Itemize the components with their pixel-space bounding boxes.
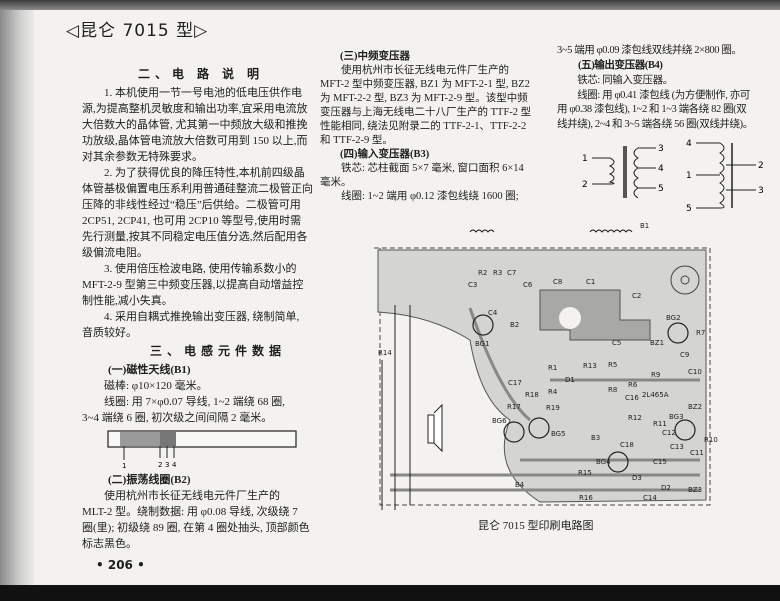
pcb-label-r17: R17: [507, 403, 521, 411]
scan-bottom-edge: [0, 585, 780, 601]
pcb-label-bg4: BG4: [596, 458, 611, 466]
scan-top-edge: [0, 0, 780, 12]
t2-pin-3: 3: [758, 186, 764, 196]
pcb-label-r2: R2: [478, 269, 487, 277]
pcb-label-r7: R7: [696, 329, 705, 337]
pcb-label-b2: B2: [510, 321, 519, 329]
pcb-label-d1: D1: [565, 376, 575, 384]
pcb-label-r14: R14: [378, 349, 392, 357]
book-spine-shadow: [0, 10, 34, 585]
input-transformer-diagram: 1 2 3 4 5: [582, 144, 664, 199]
pcb-label-c10: C10: [688, 368, 702, 376]
paragraph-4: 4. 采用自耦式推挽输出变压器, 绕制简单, 音质较好。: [82, 311, 300, 339]
pcb-label-c9: C9: [680, 351, 689, 359]
pcb-label-c7: C7: [507, 269, 516, 277]
pcb-label-d2: D2: [661, 484, 671, 492]
antenna-pin-2: 2: [158, 461, 162, 469]
input-transformer-heading: (四)输入变压器(B3): [340, 149, 430, 160]
pcb-label-r18: R18: [525, 391, 539, 399]
pcb-label-bg6: BG6: [492, 417, 507, 425]
paragraph-3: 3. 使用倍压检波电路, 使用传输系数小的 MFT-2-9 型第三中频变压器,以…: [82, 263, 304, 307]
ift-text: 使用杭州市长征无线电元件厂生产的 MFT-2 型中频变压器, BZ1 为 MFT…: [320, 65, 532, 146]
pcb-label-r6: R6: [628, 381, 638, 389]
antenna-heading: (一)磁性天线(B1): [108, 364, 191, 376]
pcb-label-bg3: BG3: [669, 413, 684, 421]
section-title-circuit: 二、电 路 说 明: [138, 67, 265, 81]
pcb-label-bz2: BZ2: [688, 403, 702, 411]
input-transformer-text: 铁芯: 芯柱截面 5×7 毫米, 窗口面积 6×14 毫米。 线圈: 1~2 端…: [320, 163, 524, 202]
section-title-inductors: 三、电感元件数据: [150, 344, 287, 358]
osc-coil-heading: (二)振荡线圈(B2): [108, 474, 191, 486]
pcb-label-bz1: BZ1: [650, 339, 664, 347]
pcb-label-r1: R1: [548, 364, 557, 372]
pcb-label-bz3: BZ3: [688, 486, 702, 494]
output-transformer-text: 铁芯: 同输入变压器。 线圈: 用 φ0.41 漆包线 (为方便制作, 亦可 用…: [557, 75, 753, 130]
pcb-label-c11: C11: [690, 449, 704, 457]
pcb-label-r5: R5: [608, 361, 617, 369]
pcb-label-c3: C3: [468, 281, 477, 289]
pcb-label-r4: R4: [548, 388, 558, 396]
pcb-label-2l465a: 2L465A: [642, 391, 669, 399]
pcb-label-bg1: BG1: [475, 340, 490, 348]
pcb-label-r16: R16: [579, 494, 593, 502]
pcb-label-r3: R3: [493, 269, 502, 277]
t1-pin-4: 4: [658, 164, 664, 174]
t2-pin-4: 4: [686, 139, 692, 149]
paragraph-1: 1. 本机使用一节一号电池的低电压供作电 源,为提高整机灵敏度和输出功率,宜采用…: [82, 87, 308, 163]
pcb-label-r8: R8: [608, 386, 617, 394]
pcb-label-r19: R19: [546, 404, 560, 412]
pcb-label-r13: R13: [583, 362, 597, 370]
pcb-label-b4: B4: [515, 481, 525, 489]
pcb-label-bg2: BG2: [666, 314, 681, 322]
pcb-label-bg5: BG5: [551, 430, 566, 438]
running-header: ◁昆仑 7015 型▷: [66, 21, 209, 41]
t1-pin-5: 5: [658, 184, 664, 194]
t1-pin-1: 1: [582, 154, 588, 164]
pcb-label-c17: C17: [508, 379, 522, 387]
pcb-label-d3: D3: [632, 474, 642, 482]
pcb-label-r12: R12: [628, 414, 642, 422]
paragraph-2: 2. 为了获得优良的降压特性,本机前四级晶 体管基极偏置电压系利用普通硅整流二极…: [82, 167, 313, 259]
pcb-label-c15: C15: [653, 458, 667, 466]
pcb-label-c18: C18: [620, 441, 634, 449]
antenna-pin-3: 3: [165, 461, 169, 469]
osc-coil-text: 使用杭州市长征无线电元件厂生产的 MLT-2 型。绕制数据: 用 φ0.08 导…: [82, 490, 310, 550]
pcb-label-b3: B3: [591, 434, 600, 442]
pcb-label-c2: C2: [632, 292, 641, 300]
output-transformer-heading: (五)输出变压器(B4): [578, 60, 663, 71]
pcb-caption: 昆仑 7015 型印刷电路图: [478, 520, 594, 532]
pcb-label-r15: R15: [578, 469, 592, 477]
pcb-label-c14: C14: [643, 494, 657, 502]
pcb-label-c1: C1: [586, 278, 595, 286]
page-number: • 206 •: [96, 558, 145, 572]
ift-heading: (三)中频变压器: [340, 51, 410, 62]
antenna-pin-4: 4: [172, 461, 177, 469]
antenna-figure: 1 2 3 4: [107, 430, 297, 470]
antenna-pin-1: 1: [122, 462, 126, 470]
pcb-label-c16: C16: [625, 394, 639, 402]
pcb-label-r11: R11: [653, 420, 667, 428]
t1-pin-3: 3: [658, 144, 664, 154]
antenna-text: 磁棒: φ10×120 毫米。 线圈: 用 7×φ0.07 导线, 1~2 端绕…: [82, 380, 286, 424]
t1-pin-2: 2: [582, 180, 588, 190]
pcb-label-r9: R9: [651, 371, 660, 379]
t2-pin-5: 5: [686, 204, 692, 213]
pcb-label-c13: C13: [670, 443, 684, 451]
pcb-label-c6: C6: [523, 281, 533, 289]
pcb-label-c4: C4: [488, 309, 498, 317]
pcb-label-c12: C12: [662, 429, 676, 437]
pcb-label-c8: C8: [553, 278, 562, 286]
output-transformer-diagram: 4 1 5 2 3: [686, 139, 764, 213]
input-transformer-continued: 3~5 端用 φ0.09 漆包线双线并绕 2×800 圈。: [557, 45, 742, 56]
pcb-label-r10: R10: [704, 436, 718, 444]
pcb-label-b1: B1: [640, 222, 649, 230]
t2-pin-2: 2: [758, 161, 764, 171]
pcb-label-c5: C5: [612, 339, 621, 347]
t2-pin-1: 1: [686, 171, 692, 181]
